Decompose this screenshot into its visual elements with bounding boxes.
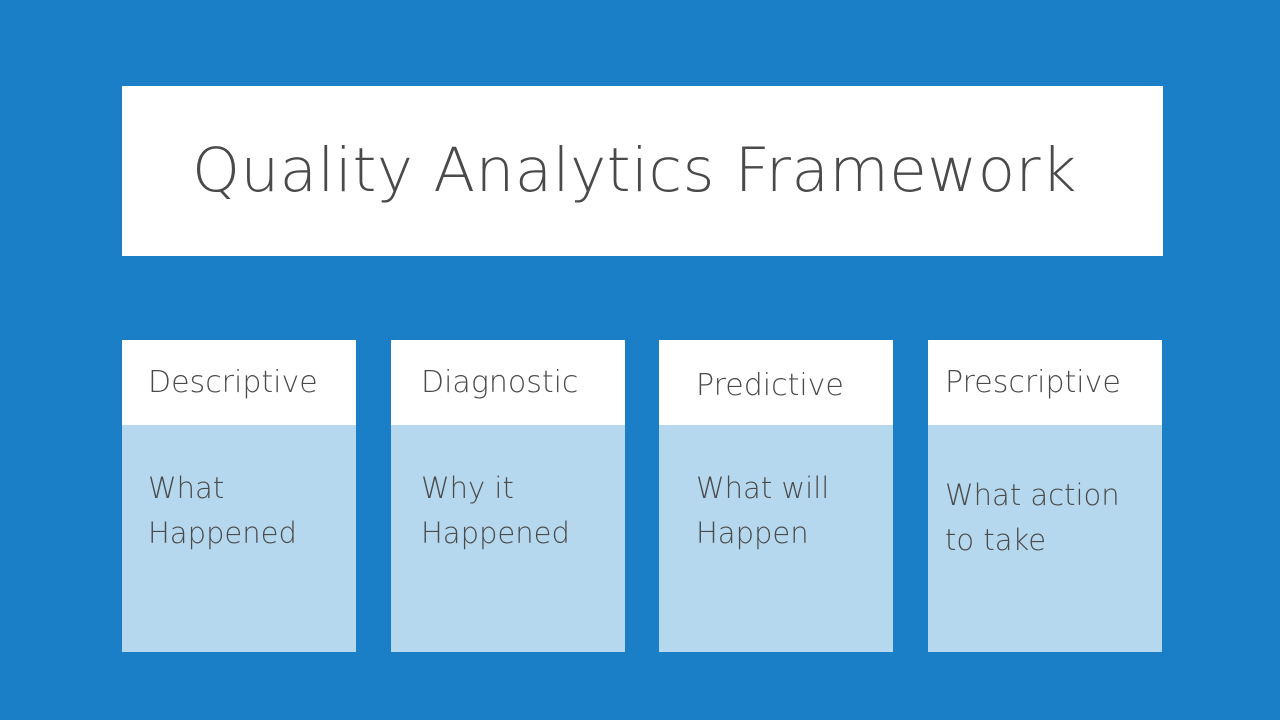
card-body-predictive: What will Happen <box>659 425 893 652</box>
page-title: Quality Analytics Framework <box>192 134 1077 206</box>
analytics-card-predictive[interactable]: Predictive What will Happen <box>659 340 893 652</box>
card-header-descriptive: Descriptive <box>122 340 356 425</box>
card-header-label: Predictive <box>696 368 844 403</box>
card-body-descriptive: What Happened <box>122 425 356 652</box>
card-header-label: Diagnostic <box>421 365 579 400</box>
card-header-label: Prescriptive <box>945 365 1121 400</box>
card-header-predictive: Predictive <box>659 340 893 425</box>
analytics-card-row: Descriptive What Happened Diagnostic Why… <box>122 340 1163 652</box>
card-header-prescriptive: Prescriptive <box>928 340 1162 425</box>
card-body-label: Why it Happened <box>421 471 570 550</box>
analytics-card-prescriptive[interactable]: Prescriptive What action to take <box>928 340 1162 652</box>
card-body-diagnostic: Why it Happened <box>391 425 625 652</box>
card-body-prescriptive: What action to take <box>928 425 1162 652</box>
analytics-card-diagnostic[interactable]: Diagnostic Why it Happened <box>391 340 625 652</box>
card-header-diagnostic: Diagnostic <box>391 340 625 425</box>
card-header-label: Descriptive <box>148 365 318 400</box>
card-body-label: What Happened <box>148 471 297 550</box>
card-body-label: What will Happen <box>696 471 830 550</box>
title-panel: Quality Analytics Framework <box>122 86 1163 256</box>
card-body-label: What action to take <box>945 478 1120 557</box>
analytics-card-descriptive[interactable]: Descriptive What Happened <box>122 340 356 652</box>
